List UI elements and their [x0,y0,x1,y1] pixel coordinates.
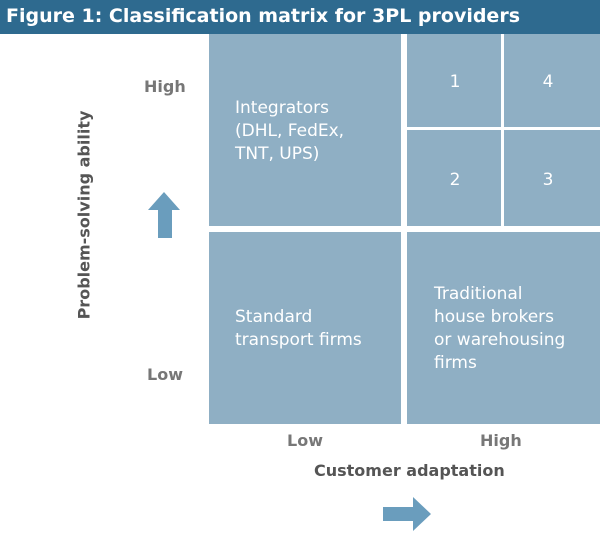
subcell-2: 2 [407,130,501,226]
right-arrow-icon [383,497,431,531]
quadrant-line: house brokers [434,307,555,327]
quadrant-bottom-right-text: Traditional house brokers or warehousing… [434,283,565,375]
subcell-3: 3 [504,130,600,226]
quadrant-line: Standard [235,307,313,327]
subcell-number: 2 [449,170,461,190]
quadrant-bottom-left: Standard transport firms [209,232,401,424]
subcell-4: 4 [504,34,600,127]
quadrant-line: firms [434,353,477,373]
x-axis-high-label: High [480,431,522,450]
quadrant-line: or warehousing [434,330,566,350]
quadrant-line: Integrators [235,98,330,118]
x-axis-low-label: Low [287,431,323,450]
quadrant-line: TNT, UPS) [235,144,320,164]
y-axis-title: Problem-solving ability [74,110,94,320]
quadrant-bottom-right: Traditional house brokers or warehousing… [407,232,600,424]
quadrant-line: transport firms [235,330,362,350]
quadrant-line: (DHL, FedEx, [235,121,345,141]
quadrant-top-left: Integrators (DHL, FedEx, TNT, UPS) [209,34,401,226]
quadrant-top-left-text: Integrators (DHL, FedEx, TNT, UPS) [235,97,344,166]
quadrant-bottom-left-text: Standard transport firms [235,306,362,352]
x-axis-title: Customer adaptation [314,461,505,480]
subcell-1: 1 [407,34,501,127]
figure-title: Figure 1: Classification matrix for 3PL … [6,5,521,27]
subcell-number: 4 [542,72,554,92]
quadrant-line: Traditional [434,284,523,304]
y-axis-high-label: High [144,77,186,96]
subcell-number: 1 [449,72,461,92]
subcell-number: 3 [542,170,554,190]
figure-header: Figure 1: Classification matrix for 3PL … [0,0,600,34]
y-axis-low-label: Low [147,365,183,384]
up-arrow-icon [148,192,180,238]
